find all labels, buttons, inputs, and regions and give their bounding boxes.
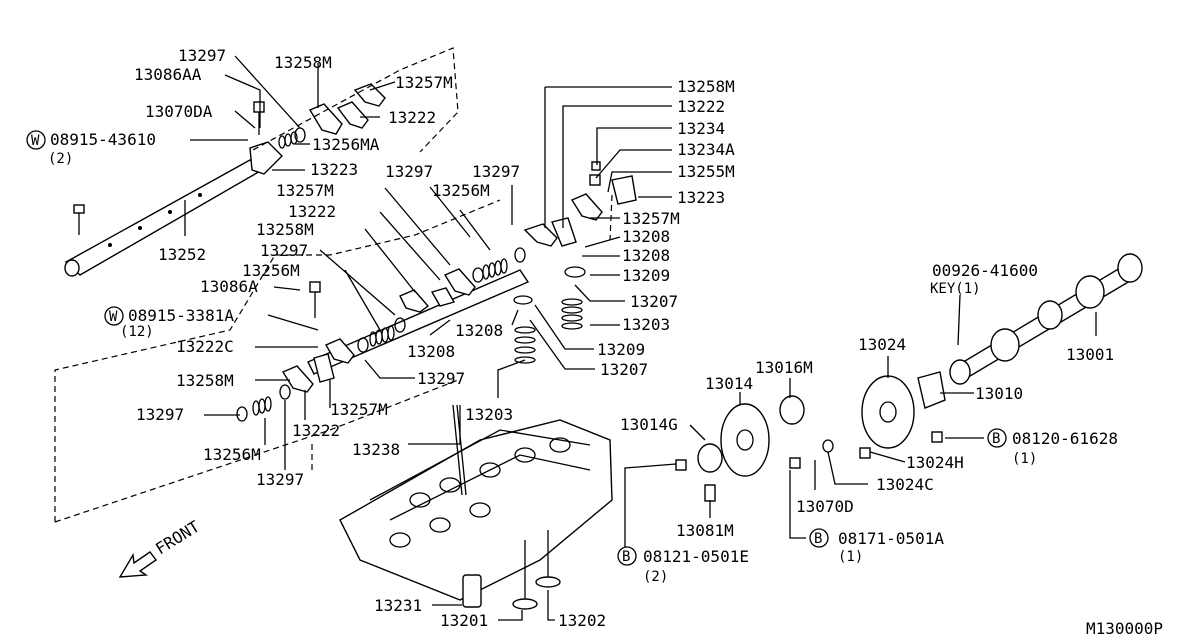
- callout-13222: 13222: [388, 108, 436, 127]
- callout-13257M: 13257M: [622, 209, 680, 228]
- callout-13238: 13238: [352, 440, 400, 459]
- callout-13222: 13222: [677, 97, 725, 116]
- callout-13208: 13208: [455, 321, 503, 340]
- callout-13024H: 13024H: [906, 453, 964, 472]
- callout-08171-0501A: 08171-0501A: [838, 529, 944, 548]
- callout-13203: 13203: [465, 405, 513, 424]
- leader-lines: [184, 55, 1097, 621]
- callout-08121-qty: (2): [643, 569, 668, 585]
- bolt-badge-letter: B: [814, 531, 822, 547]
- washer-badge-letter: W: [31, 133, 40, 149]
- callout-13297: 13297: [260, 241, 308, 260]
- rocker-shaft-rear: [64, 159, 264, 277]
- callout-00926-41600: 00926-41600: [932, 261, 1038, 280]
- callout-13203: 13203: [622, 315, 670, 334]
- front-label: FRONT: [152, 517, 203, 559]
- callout-13297: 13297: [472, 162, 520, 181]
- washer-badge-letter: W: [109, 309, 118, 325]
- callout-13208: 13208: [622, 246, 670, 265]
- valves: [462, 530, 561, 610]
- callout-13010: 13010: [975, 384, 1023, 403]
- callout-13024C: 13024C: [876, 475, 934, 494]
- callout-13223: 13223: [310, 160, 358, 179]
- callout-13257M: 13257M: [276, 181, 334, 200]
- cam-gear-13024: [861, 375, 915, 449]
- callout-13258M: 13258M: [176, 371, 234, 390]
- callout-08171-qty: (1): [838, 549, 863, 565]
- callout-13257M: 13257M: [330, 400, 388, 419]
- callout-13231: 13231: [374, 596, 422, 615]
- callout-08915-3381A-qty: (12): [120, 324, 154, 340]
- callout-13252: 13252: [158, 245, 206, 264]
- callout-13256MA: 13256MA: [312, 135, 380, 154]
- washer-badge-w2: W: [104, 306, 124, 326]
- callout-13258M: 13258M: [677, 77, 735, 96]
- callout-13222: 13222: [292, 421, 340, 440]
- callout-08915-43610: 08915-43610: [50, 130, 156, 149]
- thrust-plate-13010: [917, 371, 946, 409]
- callout-13256M: 13256M: [432, 181, 490, 200]
- callout-13256M: 13256M: [203, 445, 261, 464]
- callout-13014: 13014: [705, 374, 753, 393]
- bolt-13086A: [309, 281, 321, 318]
- callout-08120-61628: 08120-61628: [1012, 429, 1118, 448]
- callout-13207: 13207: [630, 292, 678, 311]
- callout-13201: 13201: [440, 611, 488, 630]
- callout-13257M: 13257M: [395, 73, 453, 92]
- cylinder-head: [339, 419, 613, 601]
- callout-13297: 13297: [385, 162, 433, 181]
- bolt-badge-b1: B: [987, 428, 1007, 448]
- idler-gear-13014: [697, 395, 834, 477]
- callout-13208: 13208: [407, 342, 455, 361]
- callout-13070D: 13070D: [796, 497, 854, 516]
- callout-13297: 13297: [417, 369, 465, 388]
- callout-13016M: 13016M: [755, 358, 813, 377]
- callout-13222C: 13222C: [176, 337, 234, 356]
- callout-13256M: 13256M: [242, 261, 300, 280]
- callout-13086AA: 13086AA: [134, 65, 202, 84]
- bolt-badge-letter: B: [622, 549, 630, 565]
- callout-13255M: 13255M: [677, 162, 735, 181]
- small-bolts: [589, 161, 943, 502]
- callout-13001: 13001: [1066, 345, 1114, 364]
- callout-13024: 13024: [858, 335, 906, 354]
- rocker-arms-group: [249, 83, 637, 393]
- callout-13234: 13234: [677, 119, 725, 138]
- part-callouts: 13297 13086AA 13070DA 08915-43610 (2) 13…: [48, 46, 1118, 630]
- callout-13086A: 13086A: [200, 277, 258, 296]
- callout-08120-qty: (1): [1012, 451, 1037, 467]
- callout-13222: 13222: [288, 202, 336, 221]
- callout-13297: 13297: [178, 46, 226, 65]
- callout-13014G: 13014G: [620, 415, 678, 434]
- camshaft: [948, 253, 1143, 385]
- callout-08121-0501E: 08121-0501E: [643, 547, 749, 566]
- washer-badge-w1: W: [26, 130, 46, 150]
- callout-13234A: 13234A: [677, 140, 735, 159]
- diagram-code: M130000P: [1086, 619, 1163, 638]
- callout-00926-key: KEY(1): [930, 281, 981, 297]
- bolt-badge-letter: B: [992, 431, 1000, 447]
- callout-13297: 13297: [136, 405, 184, 424]
- callout-13208: 13208: [622, 227, 670, 246]
- callout-08915-43610-qty: (2): [48, 151, 73, 167]
- callout-13209: 13209: [597, 340, 645, 359]
- bolt-badge-b2: B: [809, 528, 829, 548]
- bolt-13070DA: [253, 101, 265, 135]
- callout-08915-3381A: 08915-3381A: [128, 306, 234, 325]
- pushrod-13238: [452, 404, 467, 496]
- front-arrow: [118, 551, 157, 578]
- callout-13223: 13223: [677, 188, 725, 207]
- callout-13081M: 13081M: [676, 521, 734, 540]
- callout-13297: 13297: [256, 470, 304, 489]
- callout-13207: 13207: [600, 360, 648, 379]
- callout-13209: 13209: [622, 266, 670, 285]
- bolt-badge-b3: B: [617, 546, 637, 566]
- callout-13258M: 13258M: [256, 220, 314, 239]
- callout-13202: 13202: [558, 611, 606, 630]
- bolt-left: [73, 204, 85, 235]
- springs-and-washers: [236, 127, 586, 422]
- callout-13070DA: 13070DA: [145, 102, 213, 121]
- callout-13258M: 13258M: [274, 53, 332, 72]
